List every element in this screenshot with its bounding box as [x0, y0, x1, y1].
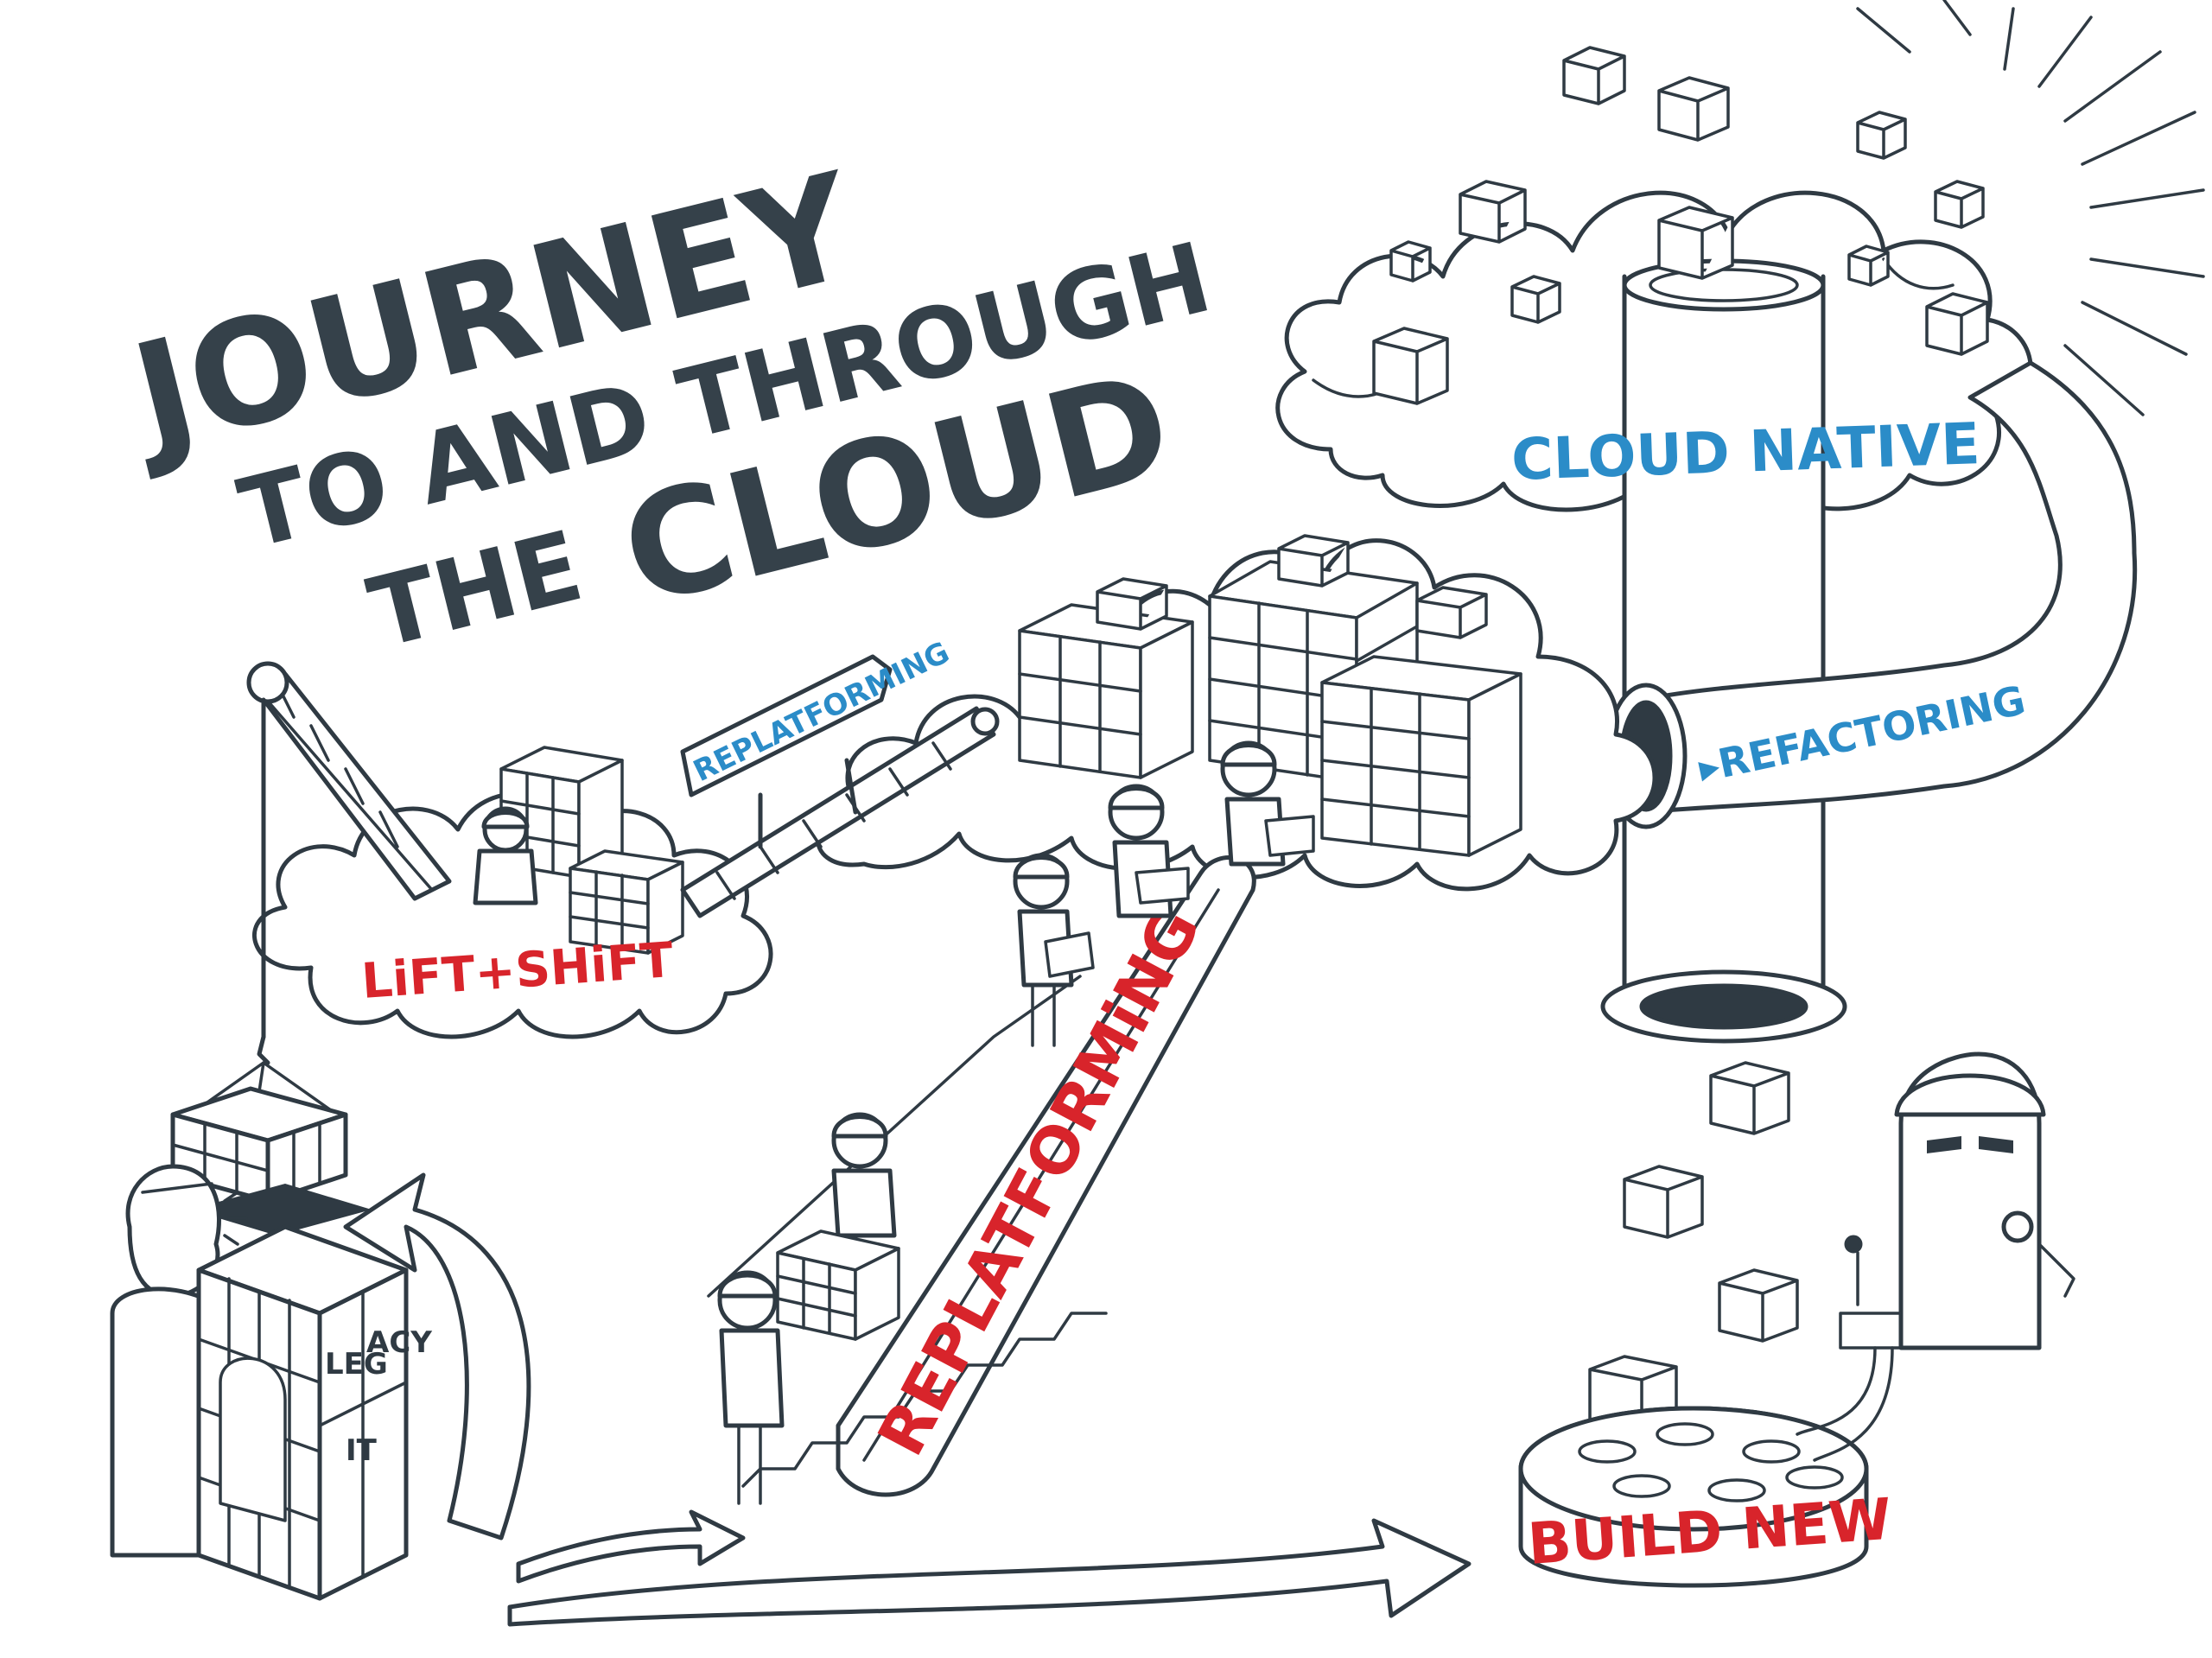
conveyor-belt	[680, 706, 1000, 918]
cloud-native-pipe	[1600, 258, 1847, 1044]
journey-arrows	[343, 1172, 1471, 1627]
cloud-native-label: CLOUD NATIVE	[1510, 410, 1981, 493]
sun-rays	[1856, 0, 2205, 416]
escalator-workers	[717, 740, 1315, 1505]
carried-crate	[776, 1229, 900, 1341]
boxes-on-lift-cloud	[473, 746, 684, 955]
legacy-it-figure: LEG ACY IT	[110, 1164, 432, 1601]
legacy-label-right: ACY	[366, 1325, 432, 1360]
legacy-it-box: LEG ACY IT	[196, 1224, 432, 1601]
legacy-label-bottom: IT	[346, 1433, 378, 1468]
crane	[246, 661, 452, 1065]
legacy-label-left: LEG	[325, 1347, 388, 1382]
arrow-to-escalator	[516, 1509, 746, 1584]
robot	[1796, 1051, 2075, 1462]
long-arrow-to-build-new	[507, 1518, 1471, 1627]
escalator: REPLATFORMiNG	[707, 855, 1256, 1497]
title-block: JOURNEY TO AND THROUGH THE CLOUD	[111, 141, 1222, 670]
build-new-platform: BUILD NEW	[1518, 1406, 1893, 1588]
curved-up-arrow	[343, 1172, 531, 1540]
box-stacks-middle	[1018, 534, 1522, 857]
falling-boxes	[1588, 1061, 1799, 1433]
crate-hanging	[170, 1061, 372, 1236]
floating-boxes	[1372, 46, 1989, 405]
worker-lift	[473, 806, 538, 905]
